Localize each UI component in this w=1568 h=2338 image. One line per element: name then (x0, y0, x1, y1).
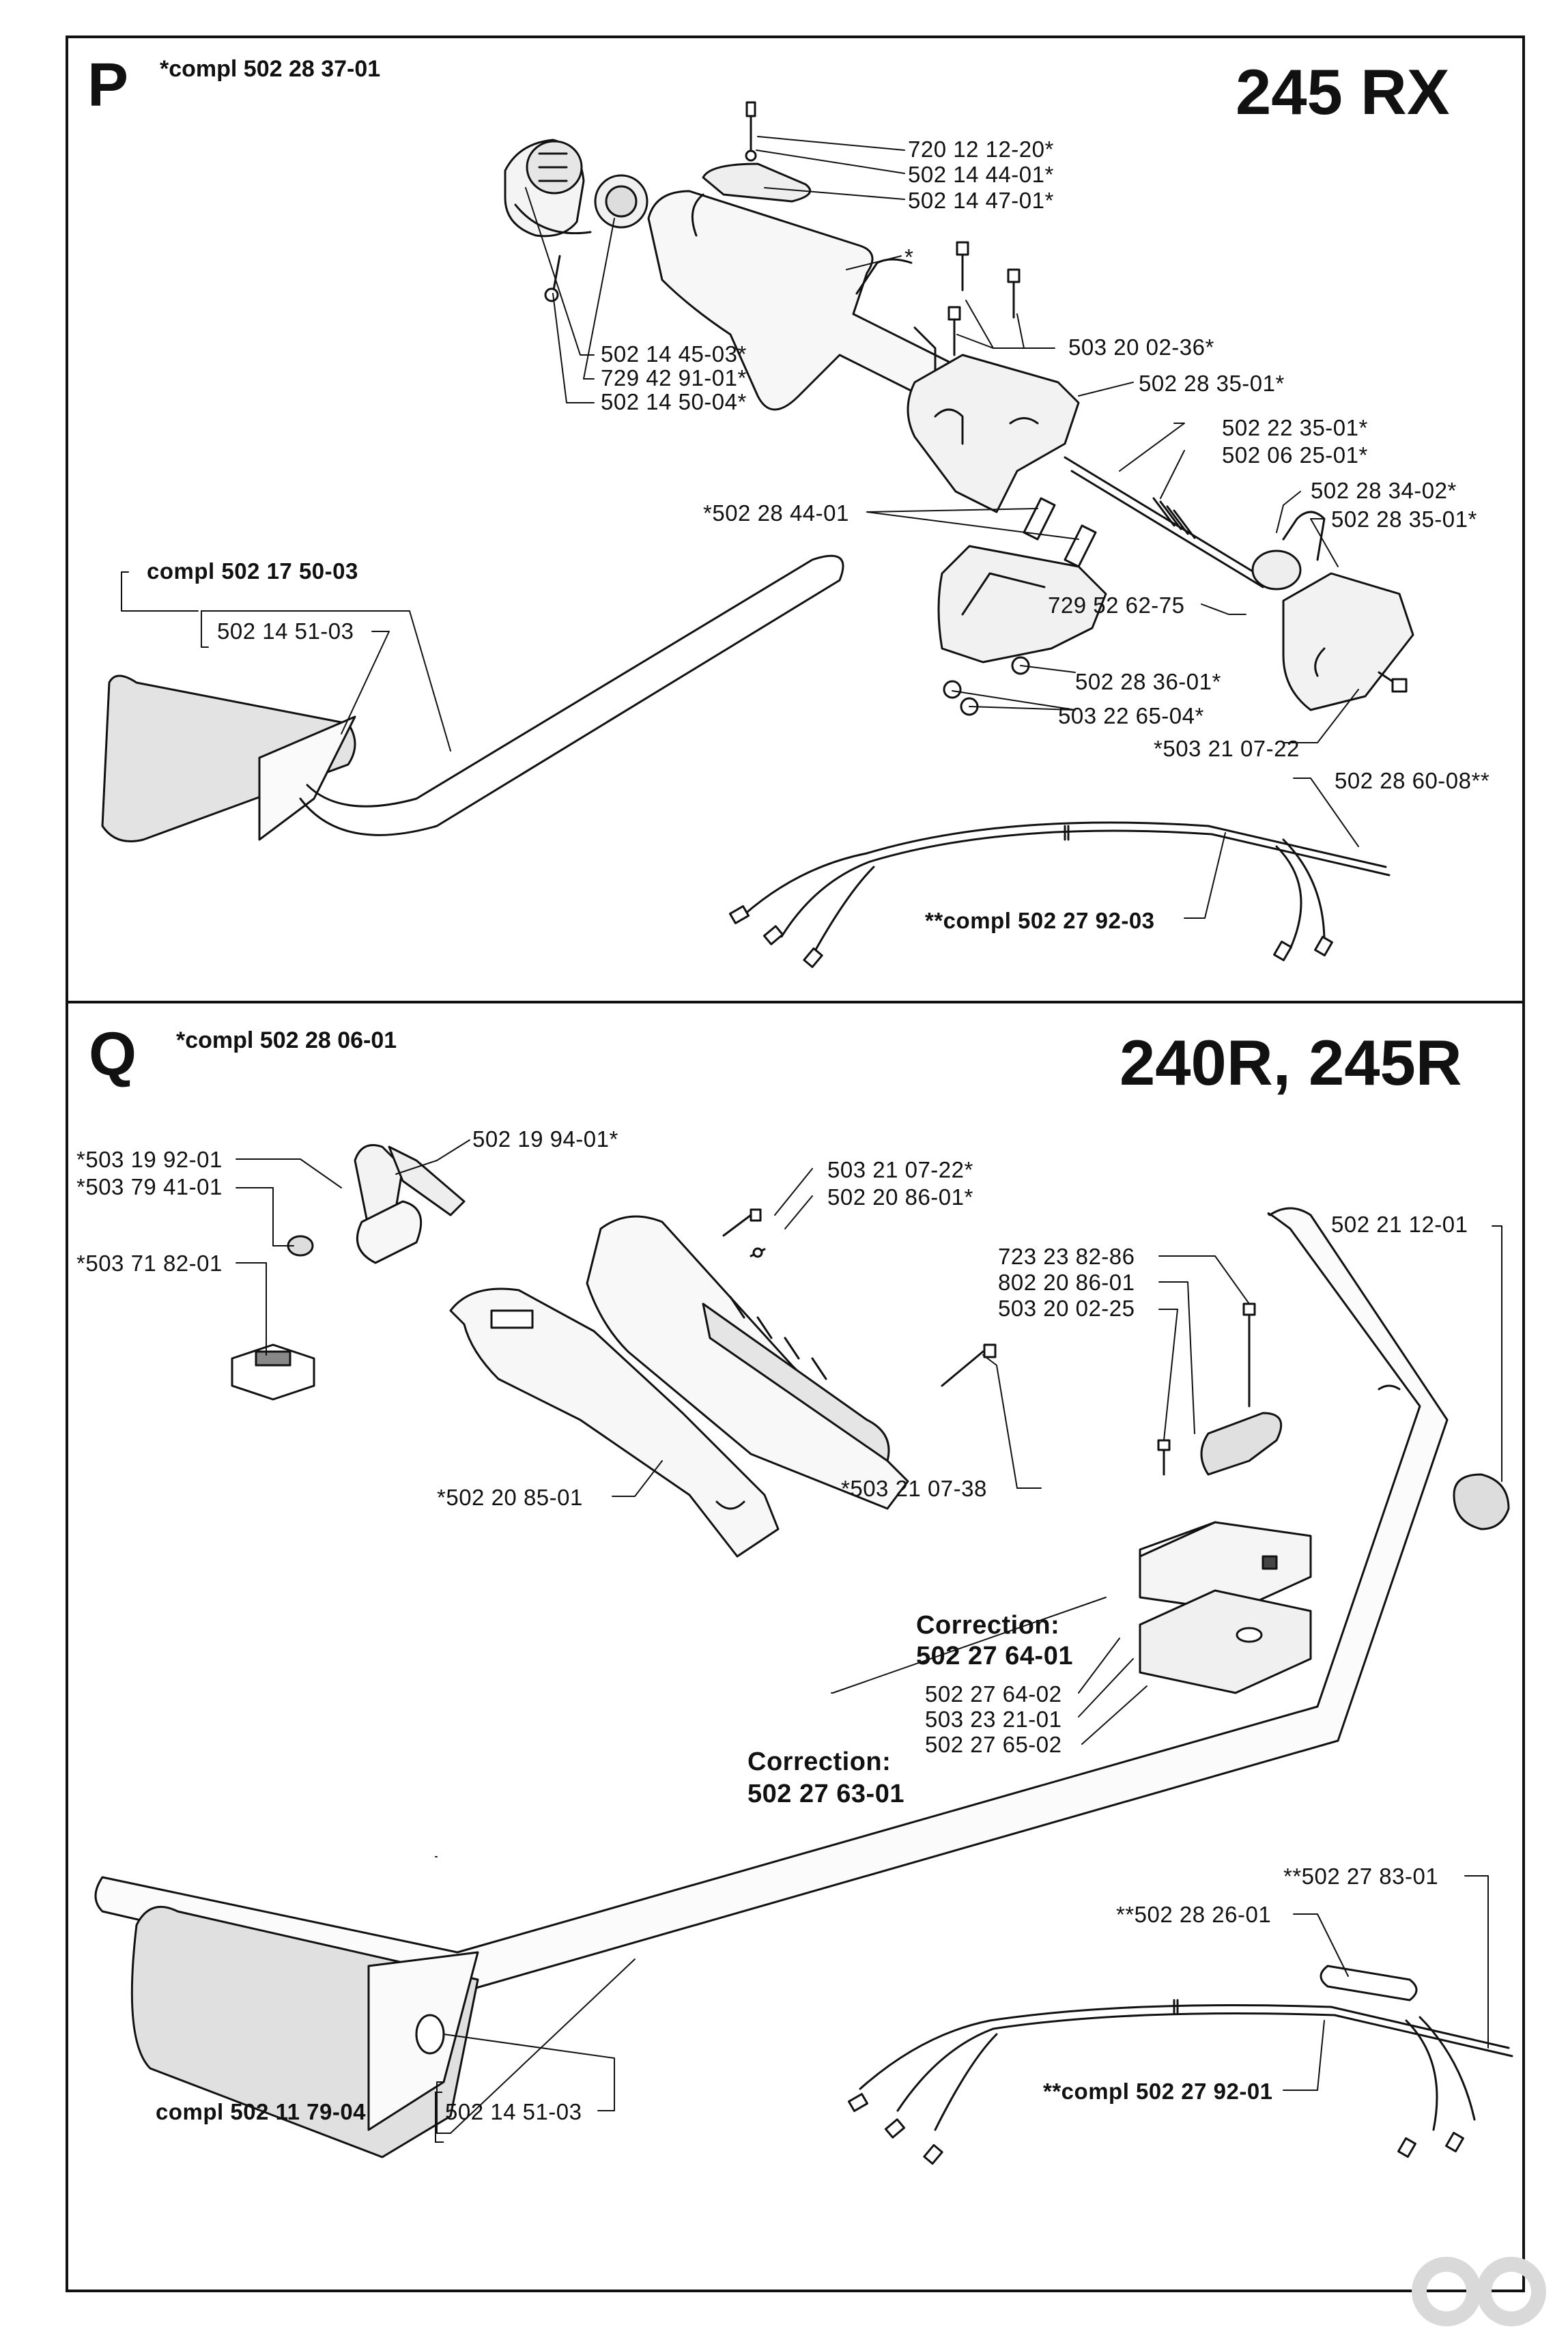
part-label: 502 14 44-01* (908, 162, 1054, 187)
part-label: 729 52 62-75 (1048, 593, 1185, 618)
part-label: *502 20 85-01 (437, 1485, 583, 1510)
end-cap-drawing (1282, 572, 1414, 711)
panel-q (66, 1001, 1525, 2292)
leader-lines-q (236, 1139, 1502, 2134)
part-label: **502 27 83-01 (1283, 1864, 1439, 1889)
part-label: 729 42 91-01* (601, 365, 747, 390)
part-label: *502 28 44-01 (703, 500, 849, 526)
part-label: Correction: (747, 1748, 892, 1776)
part-label: 502 20 86-01* (827, 1184, 973, 1210)
end-knob-drawing (1453, 1473, 1510, 1530)
handle-left-half-drawing (449, 1287, 780, 1558)
part-label: 502 14 51-03 (217, 618, 354, 644)
bent-handlebar-drawing (94, 1207, 1449, 1995)
part-label: *503 71 82-01 (76, 1251, 223, 1276)
part-label: 502 28 35-01* (1139, 371, 1285, 396)
part-label: 502 14 50-04* (601, 389, 747, 414)
part-label: 502 21 12-01 (1331, 1212, 1468, 1237)
part-label: 502 28 36-01* (1075, 669, 1221, 694)
handle-body-drawing (647, 190, 950, 411)
switch-drawing (231, 1343, 315, 1401)
lower-clamp-drawing-q (1139, 1589, 1312, 1694)
cap-drawing (594, 174, 648, 229)
part-label: 502 14 51-03 (445, 2099, 582, 2124)
part-label: 802 20 86-01 (998, 1270, 1135, 1295)
clamp-block-drawing (907, 354, 1080, 513)
panel-p-model-title: 245 RX (1236, 56, 1450, 128)
trigger-drawing (702, 101, 812, 203)
part-label: 503 23 21-01 (925, 1707, 1062, 1732)
sleeve-drawing (1320, 1965, 1418, 2001)
part-label: 503 22 65-04* (1058, 703, 1204, 728)
part-label: *503 79 41-01 (76, 1174, 223, 1199)
leader-lines-p (121, 136, 1359, 919)
throttle-housing-drawing (504, 139, 592, 238)
clamp-knob-drawing (1200, 1412, 1283, 1476)
part-label: 502 28 60-08** (1335, 768, 1490, 793)
pins-drawing (1023, 497, 1097, 568)
panel-p-letter: P (87, 51, 129, 119)
part-label: 502 19 94-01* (472, 1126, 618, 1152)
screw-drawing-1 (544, 255, 561, 302)
handle-right-half-drawing (586, 1215, 909, 1510)
part-label: **502 28 26-01 (1116, 1902, 1272, 1927)
shaft-drawing (1064, 456, 1326, 590)
part-label: 503 21 07-22* (827, 1157, 973, 1182)
part-label: 502 22 35-01* (1222, 415, 1368, 440)
part-label: 723 23 82-86 (998, 1244, 1135, 1269)
part-label: **compl 502 27 92-03 (925, 908, 1155, 933)
part-label: 502 27 64-01 (916, 1642, 1073, 1670)
part-label: 502 28 34-02* (1311, 478, 1457, 503)
part-label: Correction: (916, 1611, 1060, 1640)
panel-q-model-title: 240R, 245R (1120, 1027, 1462, 1098)
panel-q-letter: Q (89, 1021, 137, 1089)
screw-drawing-q2 (722, 1208, 762, 1237)
part-label: 502 27 65-02 (925, 1732, 1062, 1757)
part-label: *503 21 07-38 (841, 1476, 987, 1501)
part-label: 502 27 63-01 (747, 1780, 904, 1808)
lower-clamp-drawing (937, 545, 1107, 716)
loop-handle-drawing (101, 554, 844, 842)
panel-q-compl-label: *compl 502 28 06-01 (176, 1027, 397, 1053)
part-label: 503 20 02-25 (998, 1296, 1135, 1321)
part-label: 502 06 25-01* (1222, 442, 1368, 468)
upper-clamp-drawing (1139, 1521, 1312, 1612)
panel-p-compl-label: *compl 502 28 37-01 (160, 56, 381, 82)
part-label: 502 14 47-01* (908, 188, 1054, 213)
part-label: compl 502 17 50-03 (147, 558, 358, 584)
brand-logo-icon (1412, 2257, 1546, 2326)
wire-harness-drawing-p (728, 821, 1391, 969)
part-label: 502 28 35-01* (1331, 507, 1477, 532)
part-label: 720 12 12-20* (908, 137, 1054, 162)
trigger-assembly-drawing (354, 1144, 466, 1264)
bolts-drawing (947, 241, 1021, 356)
part-label: 502 27 64-02 (925, 1681, 1062, 1707)
part-label: **compl 502 27 92-01 (1043, 2079, 1273, 2104)
part-label: *503 19 92-01 (76, 1147, 223, 1172)
wire-harness-drawing-q (847, 1999, 1513, 2165)
part-label: * (904, 244, 914, 270)
part-label: 503 20 02-36* (1068, 334, 1214, 360)
screw-drawing-q1 (941, 1343, 997, 1387)
grip-drawing-q (130, 1905, 479, 2158)
part-label: 502 14 45-03* (601, 341, 747, 367)
part-label: compl 502 11 79-04 (156, 2099, 367, 2124)
part-label: *503 21 07-22 (1154, 736, 1300, 761)
